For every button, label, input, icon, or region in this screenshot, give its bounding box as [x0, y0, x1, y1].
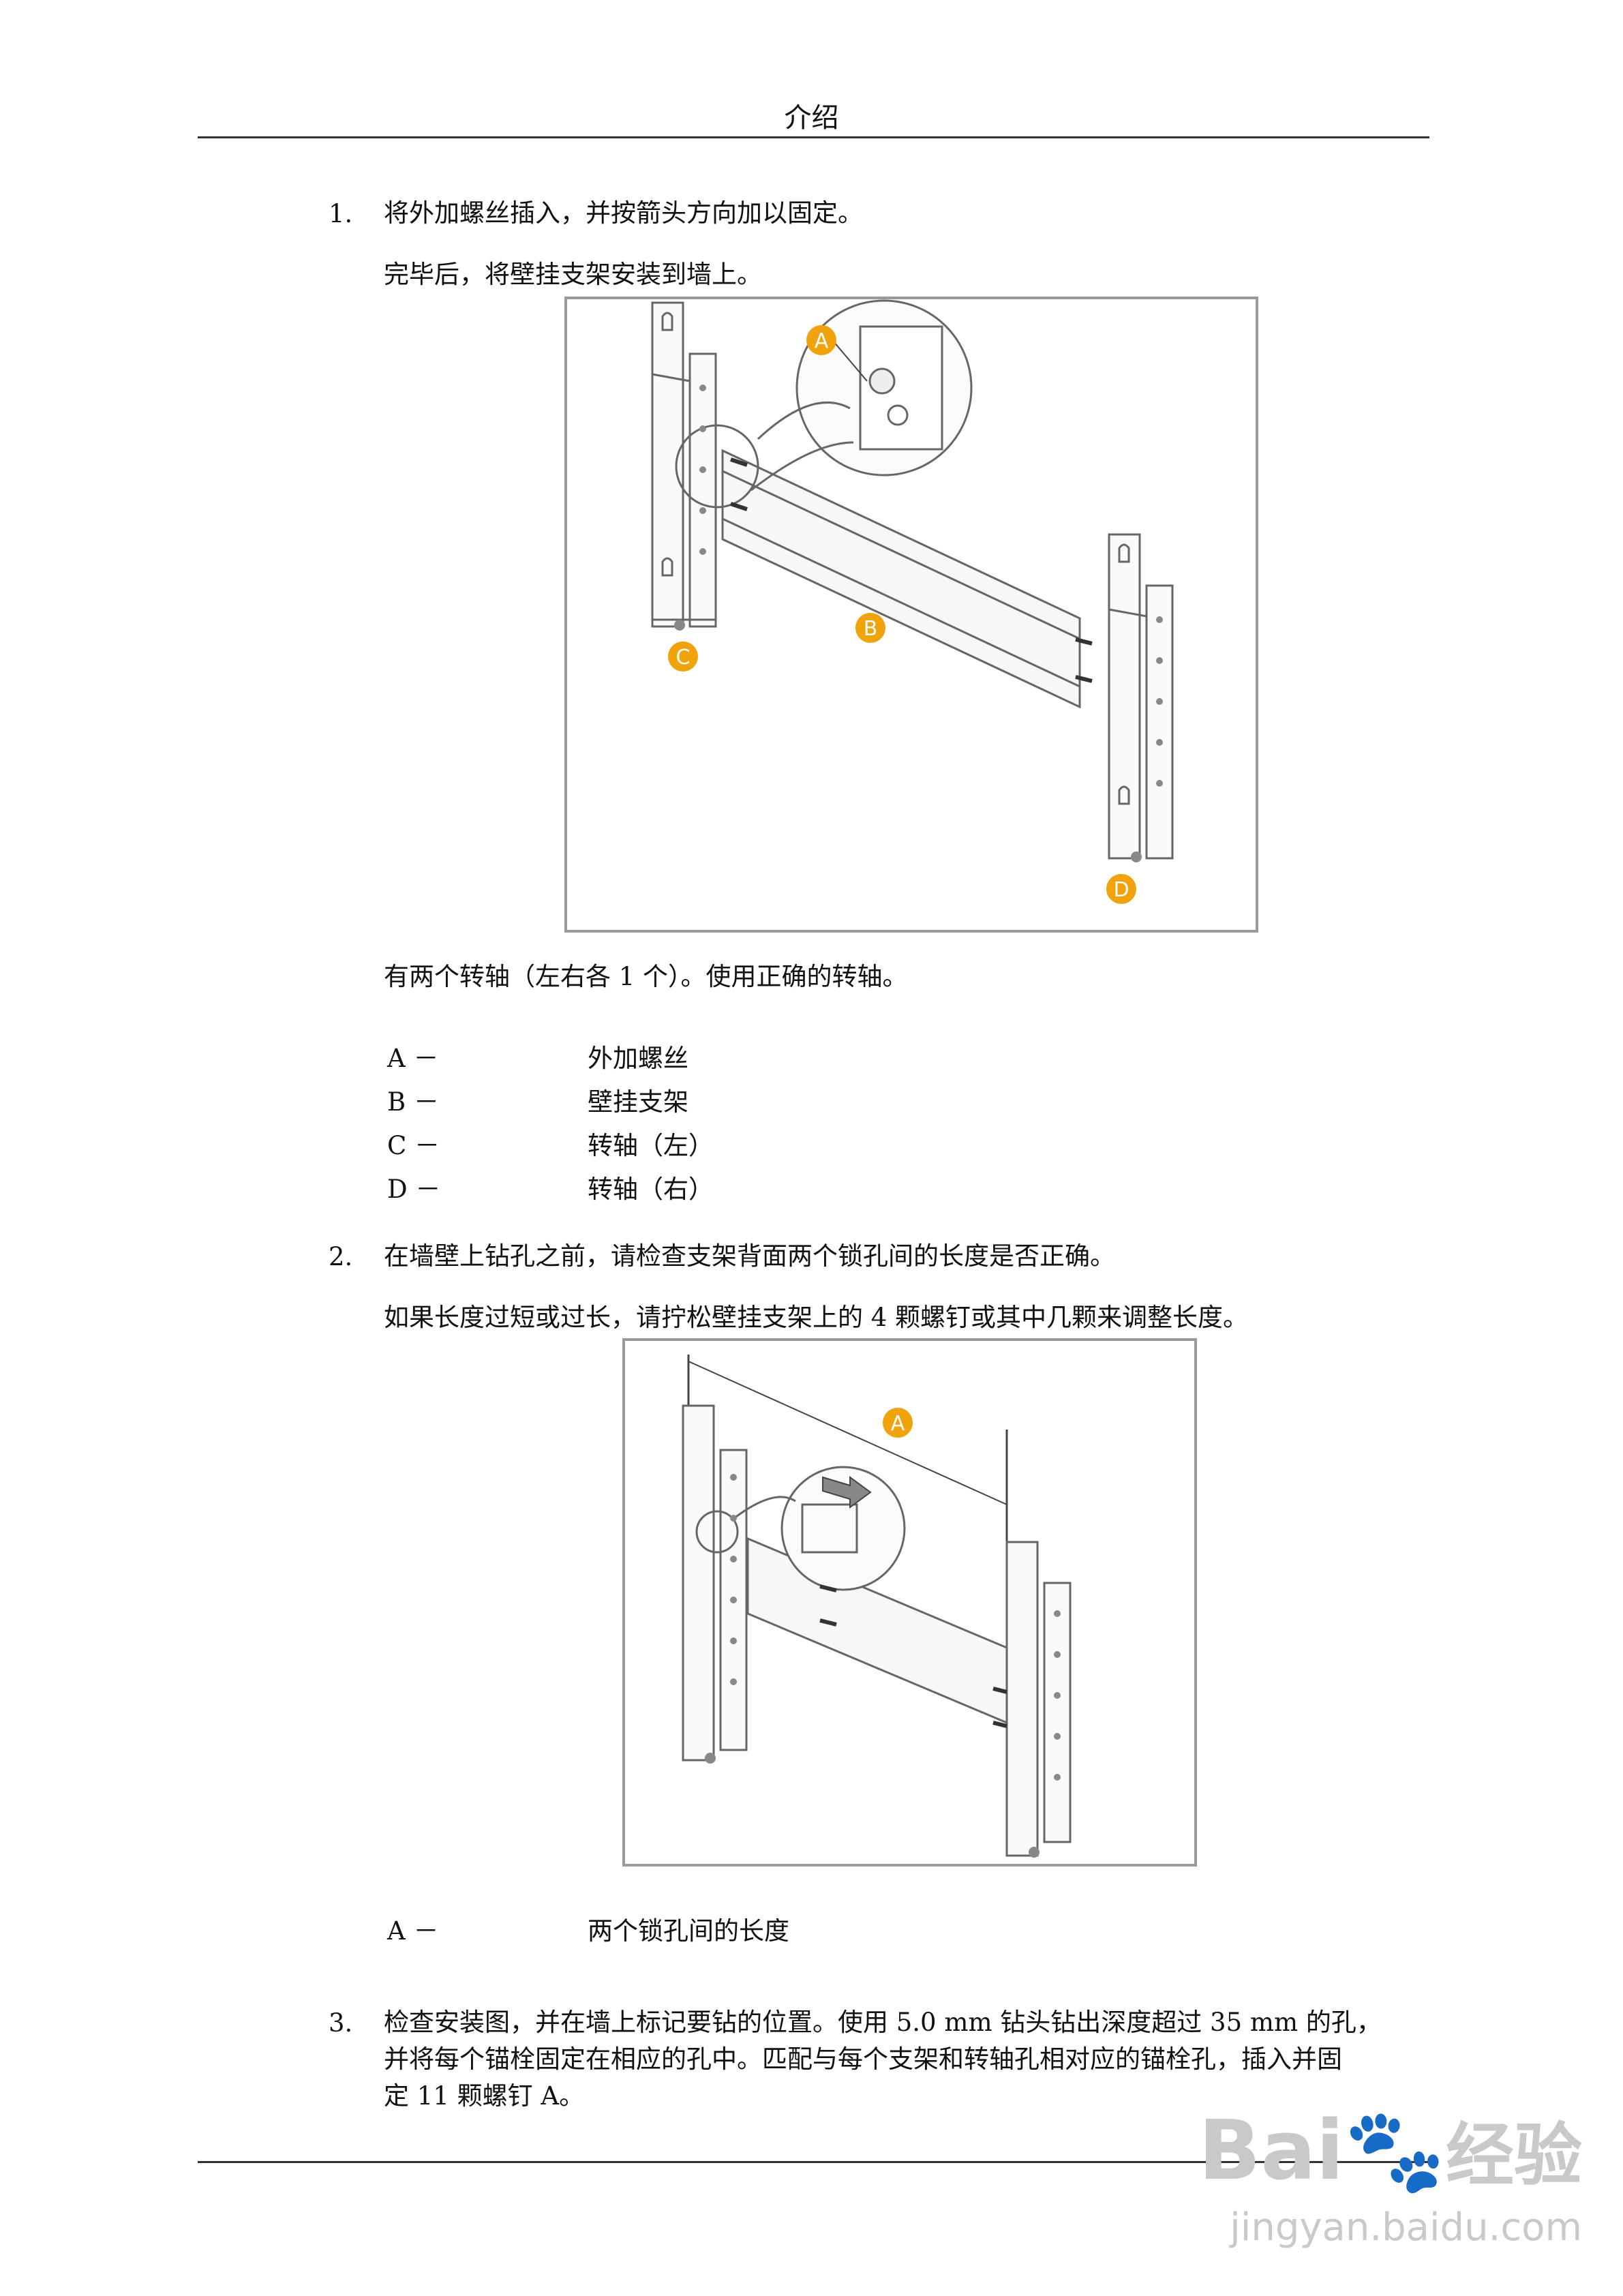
step3-line3: 定 11 颗螺钉 A。	[384, 2081, 585, 2111]
header-rule	[198, 136, 1429, 138]
paw-icon: 🐾	[1344, 2104, 1446, 2199]
figure2-callout-a: A	[883, 1408, 913, 1438]
step3-number: 3.	[329, 2008, 353, 2038]
legend-key-b: B －	[387, 1087, 439, 1117]
legend-value-a: 外加螺丝	[588, 1044, 688, 1073]
footer-rule	[198, 2161, 1429, 2163]
svg-text:B: B	[864, 617, 878, 641]
callout-a: A	[806, 325, 836, 355]
step3-line1: 检查安装图，并在墙上标记要钻的位置。使用 5.0 mm 钻头钻出深度超过 35 …	[384, 2008, 1382, 2037]
legend2-key-a: A －	[387, 1916, 439, 1946]
callout-b: B	[855, 613, 885, 643]
legend-key-a: A －	[387, 1044, 439, 1073]
watermark-logo: Bai🐾经验	[1198, 2100, 1582, 2199]
step1-line1: 将外加螺丝插入，并按箭头方向加以固定。	[384, 198, 863, 228]
step2-line1: 在墙壁上钻孔之前，请检查支架背面两个锁孔间的长度是否正确。	[384, 1241, 1115, 1271]
callout-d: D	[1106, 874, 1136, 904]
page-header-title: 介绍	[784, 102, 839, 134]
watermark-brand: Bai	[1198, 2104, 1344, 2199]
legend-value-d: 转轴（右）	[588, 1175, 714, 1204]
legend-value-c: 转轴（左）	[588, 1131, 714, 1160]
figure-keyhole-distance: A	[622, 1338, 1197, 1867]
watermark-url: jingyan.baidu.com	[1230, 2205, 1582, 2250]
legend-key-d: D －	[387, 1175, 441, 1204]
svg-text:D: D	[1113, 878, 1129, 902]
svg-text:C: C	[676, 646, 691, 669]
legend-key-c: C －	[387, 1131, 440, 1160]
figure-keyhole-distance-drawing: A	[682, 1355, 1072, 1858]
step1-line2: 完毕后，将壁挂支架安装到墙上。	[384, 260, 762, 289]
callout-c: C	[668, 641, 698, 671]
figure-wall-mount-assembly: A B C D	[564, 297, 1258, 933]
step1-number: 1.	[329, 199, 353, 228]
step3-line2: 并将每个锚栓固定在相应的孔中。匹配与每个支架和转轴孔相对应的锚栓孔，插入并固	[384, 2044, 1342, 2074]
legend2-value-a: 两个锁孔间的长度	[588, 1916, 789, 1946]
watermark-brand-cn: 经验	[1446, 2115, 1582, 2195]
svg-text:A: A	[815, 329, 829, 353]
legend-value-b: 壁挂支架	[588, 1087, 688, 1117]
svg-text:A: A	[891, 1412, 905, 1436]
step2-line2: 如果长度过短或过长，请拧松壁挂支架上的 4 颗螺钉或其中几颗来调整长度。	[384, 1303, 1249, 1332]
step2-number: 2.	[329, 1242, 353, 1271]
figure-wall-mount-assembly-drawing: A B C D	[651, 299, 1174, 904]
step1-note: 有两个转轴（左右各 1 个）。使用正确的转轴。	[384, 962, 908, 991]
